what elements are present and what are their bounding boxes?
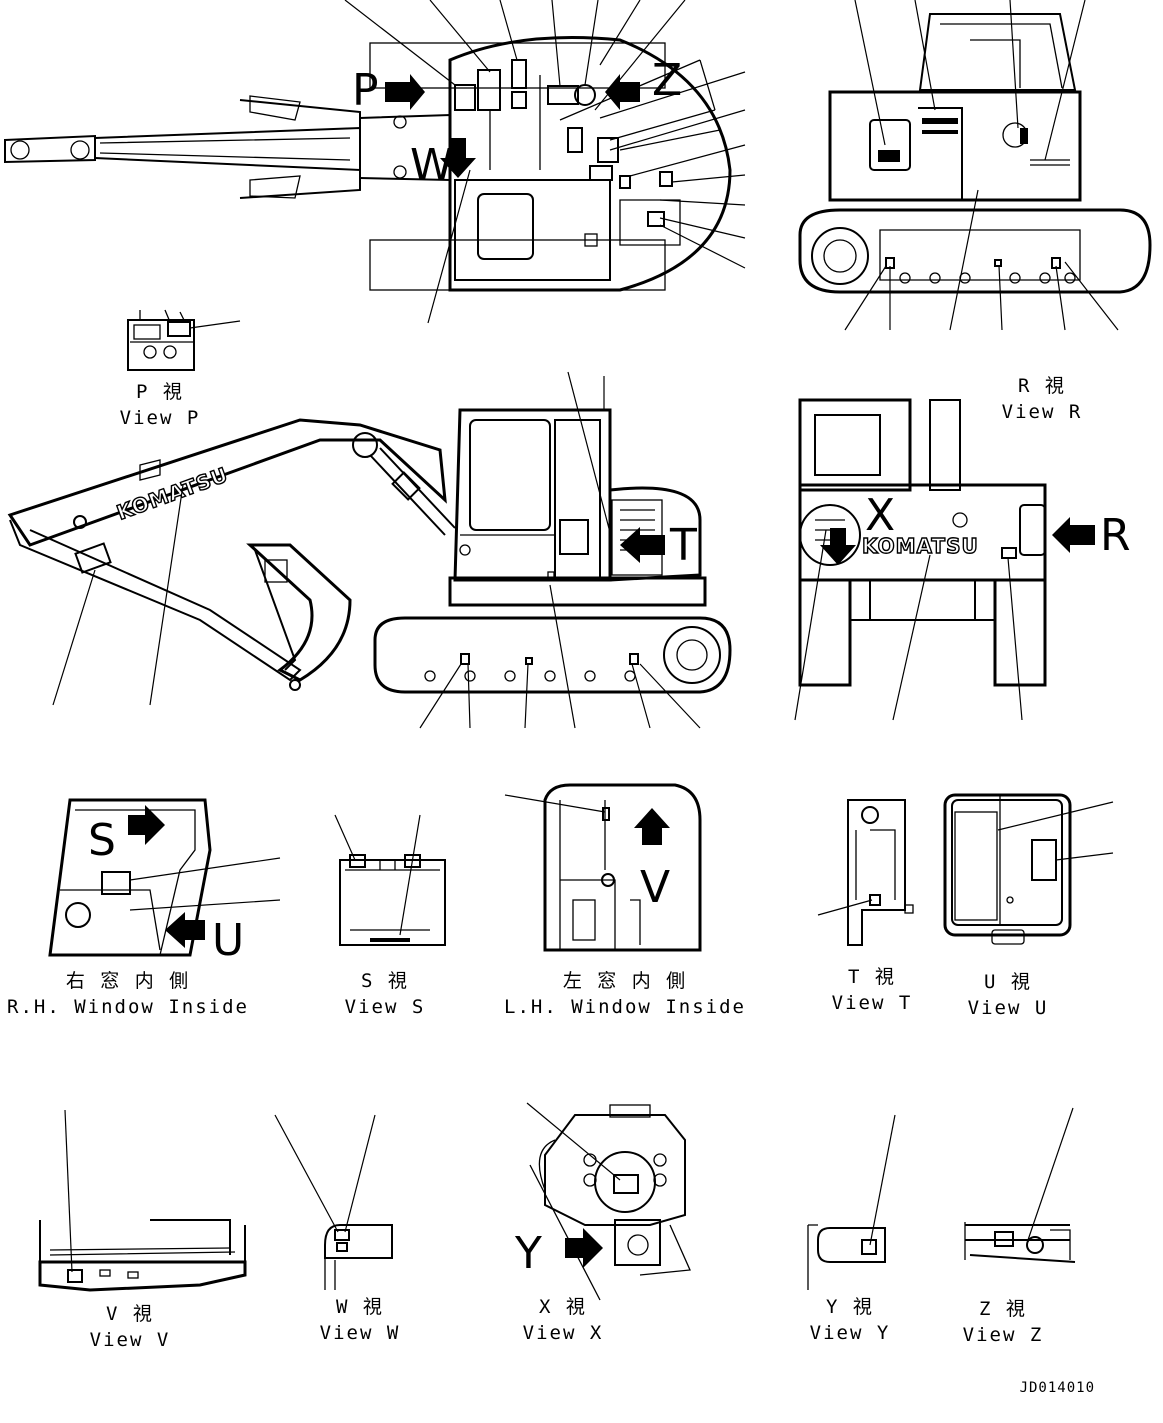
view-r-label-en: View R bbox=[1002, 401, 1083, 423]
callout-y-letter: Y bbox=[514, 1228, 542, 1279]
view-r-label-jp: R 視 bbox=[1018, 375, 1066, 397]
view-x-label-jp: X 視 bbox=[539, 1296, 587, 1318]
lh-window-label-en: L.H. Window Inside bbox=[504, 996, 746, 1018]
view-t-label-en: View T bbox=[832, 992, 913, 1014]
view-u-label-en: View U bbox=[968, 997, 1049, 1019]
view-p-label-jp: P 視 bbox=[136, 381, 184, 403]
view-w-label-jp: W 視 bbox=[336, 1296, 384, 1318]
view-y-drawing bbox=[807, 1114, 896, 1290]
callout-u-letter: U bbox=[212, 915, 244, 966]
view-z-drawing bbox=[964, 1107, 1076, 1263]
side-view-machine: KOMATSU T bbox=[7, 371, 732, 729]
rh-window-label-jp: 右 窓 内 側 bbox=[66, 970, 190, 992]
view-p-label-en: View P bbox=[120, 407, 201, 429]
callout-x-letter: X bbox=[865, 490, 895, 541]
view-t-drawing bbox=[817, 799, 914, 946]
view-u-label-jp: U 視 bbox=[984, 971, 1032, 993]
view-s-label-en: View S bbox=[345, 996, 426, 1018]
callout-s-letter: S bbox=[88, 815, 116, 866]
view-y-label-jp: Y 視 bbox=[826, 1296, 874, 1318]
callout-t-letter: T bbox=[669, 520, 697, 571]
callout-r-letter: R bbox=[1100, 510, 1131, 561]
view-s-label-jp: S 視 bbox=[361, 970, 409, 992]
view-w-label-en: View W bbox=[320, 1322, 401, 1344]
view-s-drawing bbox=[334, 814, 446, 946]
top-view-machine: P Z W bbox=[4, 0, 746, 324]
callout-z-letter: Z bbox=[652, 55, 682, 106]
view-x-drawing: Y bbox=[514, 1102, 691, 1301]
boom-logo: KOMATSU bbox=[114, 462, 232, 524]
view-t-label-jp: T 視 bbox=[848, 966, 896, 988]
lh-window-label-jp: 左 窓 内 側 bbox=[563, 970, 687, 992]
view-v-label-en: View V bbox=[90, 1329, 171, 1351]
callout-w-letter: W bbox=[410, 140, 454, 191]
view-v-label-jp: V 視 bbox=[106, 1303, 154, 1325]
view-x-label-en: View X bbox=[523, 1322, 604, 1344]
view-v-drawing bbox=[38, 1109, 247, 1292]
view-labels: P 視 View P R 視 View R 右 窓 内 側 R.H. Windo… bbox=[7, 375, 1095, 1396]
view-p-drawing bbox=[127, 309, 241, 371]
view-y-label-en: View Y bbox=[810, 1322, 891, 1344]
view-z-label-en: View Z bbox=[963, 1324, 1044, 1346]
callout-p-letter: P bbox=[352, 65, 379, 116]
view-z-label-jp: Z 視 bbox=[979, 1298, 1027, 1320]
rh-window-drawing: S U bbox=[48, 798, 281, 966]
lh-window-drawing: V bbox=[504, 783, 702, 952]
rear-logo: KOMATSU bbox=[862, 534, 979, 558]
view-u-drawing bbox=[943, 793, 1114, 945]
rh-window-label-en: R.H. Window Inside bbox=[7, 996, 249, 1018]
view-r-machine: X KOMATSU R bbox=[794, 398, 1131, 721]
view-w-drawing bbox=[274, 1114, 393, 1290]
rear-view-machine bbox=[798, 0, 1152, 331]
drawing-code: JD014010 bbox=[1020, 1380, 1095, 1396]
callout-v-letter: V bbox=[640, 862, 670, 913]
